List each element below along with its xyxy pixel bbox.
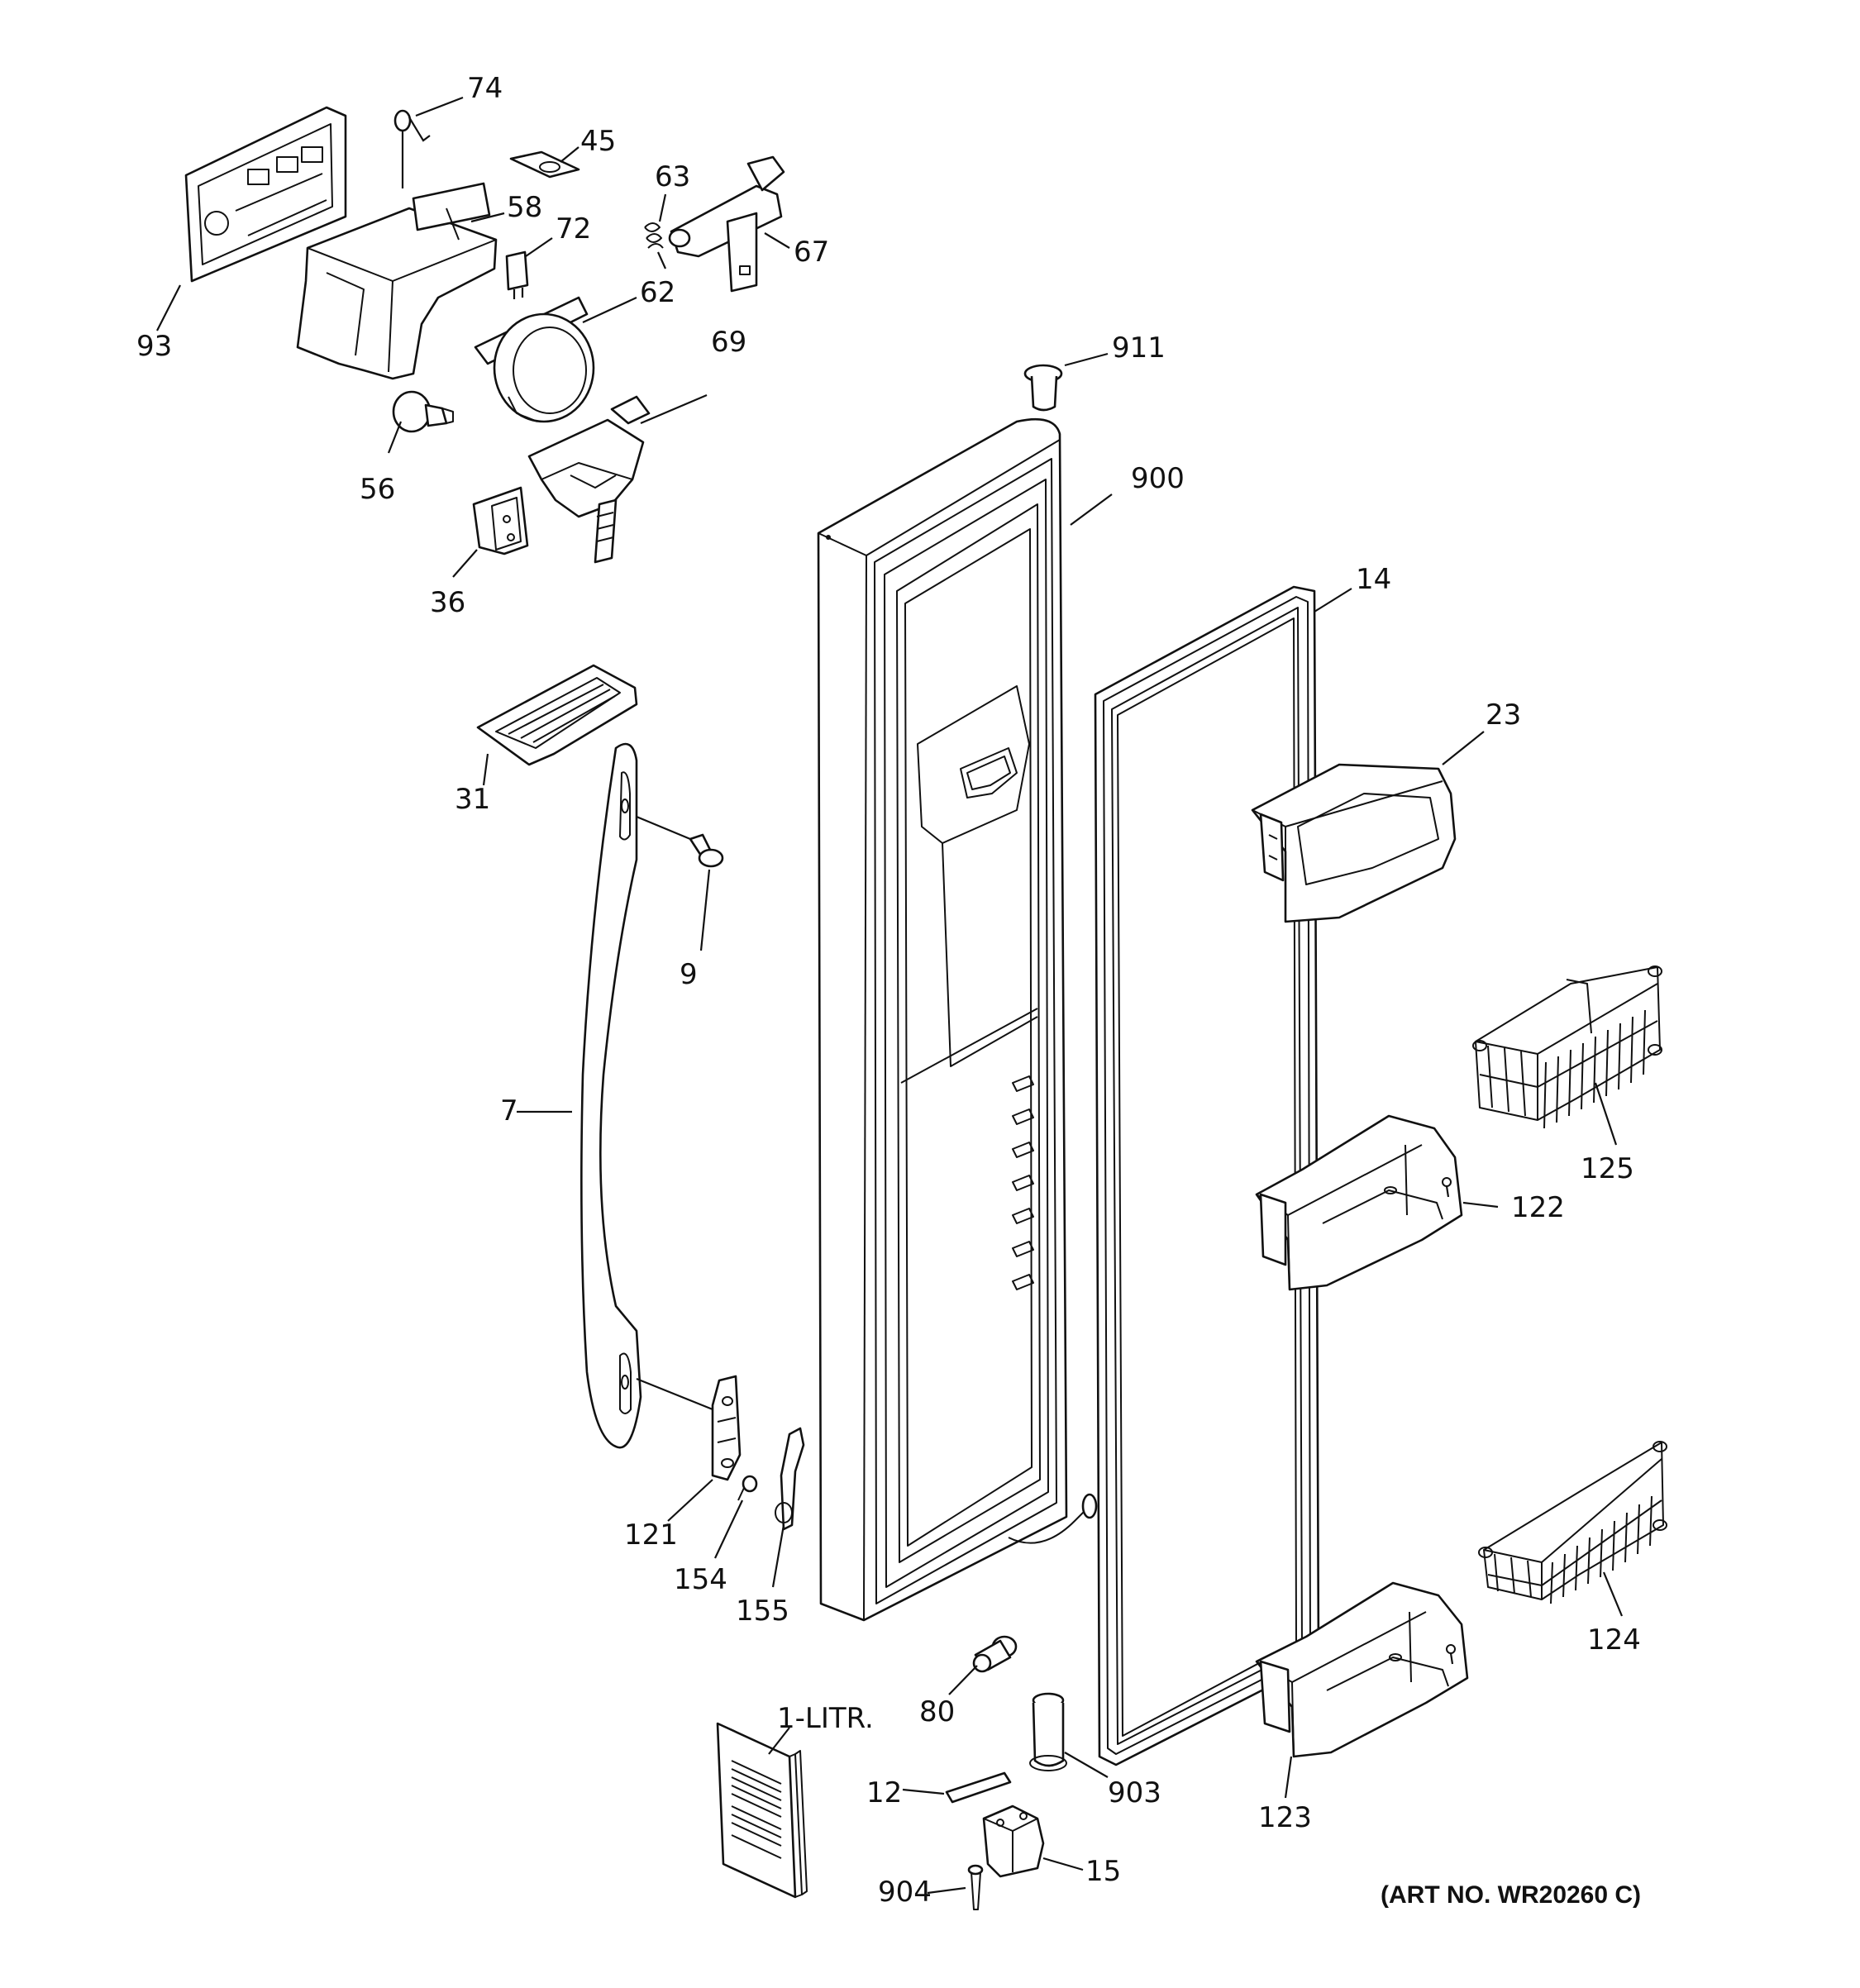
label-14: 14 (1356, 563, 1391, 596)
label-72: 72 (556, 212, 591, 246)
label-1-litr: 1-LITR. (777, 1702, 874, 1735)
leader-lines (156, 96, 1624, 1895)
part-literature-manual (716, 1722, 808, 1899)
label-80: 80 (919, 1695, 955, 1728)
part-903-bushing (1029, 1692, 1067, 1771)
label-63: 63 (655, 160, 690, 193)
part-labels: 74 45 63 58 72 67 62 93 69 911 56 900 36… (136, 72, 1641, 1909)
part-155-tool (775, 1427, 805, 1531)
part-36-bracket (472, 486, 529, 555)
label-903: 903 (1108, 1776, 1161, 1809)
label-155: 155 (736, 1595, 789, 1628)
label-7: 7 (500, 1094, 518, 1127)
part-56-light-bulb (392, 390, 454, 433)
part-911-grommet (1023, 364, 1063, 412)
part-14-door-gasket (1094, 585, 1320, 1766)
label-124: 124 (1587, 1623, 1641, 1657)
part-124-wire-basket (1478, 1441, 1667, 1604)
label-911: 911 (1112, 331, 1166, 365)
label-31: 31 (455, 783, 490, 816)
part-122-door-bin (1255, 1114, 1463, 1291)
label-74: 74 (467, 72, 503, 105)
label-23: 23 (1486, 698, 1521, 732)
part-31-drip-tray-grille (476, 664, 638, 766)
label-67: 67 (794, 236, 829, 269)
label-122: 122 (1511, 1191, 1565, 1224)
label-58: 58 (507, 191, 542, 224)
part-74-spring (393, 109, 431, 188)
label-123: 123 (1258, 1801, 1312, 1834)
part-900-door (817, 417, 1098, 1622)
part-58-dispenser-housing (296, 182, 498, 380)
part-62-chute-ring (474, 296, 595, 423)
label-62: 62 (640, 276, 675, 309)
label-69: 69 (711, 326, 746, 359)
art-number: (ART NO. WR20260 C) (1381, 1881, 1641, 1909)
label-154: 154 (674, 1563, 727, 1596)
part-121-handle-mount (636, 1375, 742, 1481)
part-72-switch (505, 250, 529, 299)
part-80-plug (972, 1635, 1018, 1673)
label-12: 12 (866, 1776, 902, 1809)
part-123-door-bin (1255, 1581, 1469, 1758)
label-36: 36 (430, 586, 465, 619)
label-56: 56 (360, 473, 395, 506)
part-125-wire-basket (1472, 965, 1662, 1129)
part-23-door-bin (1251, 763, 1457, 923)
label-121: 121 (624, 1518, 678, 1552)
part-9-screw (636, 815, 724, 868)
label-125: 125 (1581, 1152, 1634, 1185)
part-67-lever (668, 155, 785, 293)
part-45-bracket (509, 150, 580, 179)
part-15-hinge (982, 1804, 1045, 1878)
label-15: 15 (1085, 1855, 1121, 1888)
label-9: 9 (680, 958, 698, 991)
part-154-screw (737, 1475, 758, 1501)
part-7-door-handle (580, 742, 642, 1449)
part-12-shim (945, 1771, 1012, 1804)
label-904: 904 (878, 1876, 932, 1909)
part-93-control-panel (184, 106, 347, 283)
label-900: 900 (1131, 462, 1185, 495)
part-904-screw (967, 1864, 984, 1910)
label-93: 93 (136, 330, 172, 363)
part-69-funnel (527, 395, 651, 564)
label-45: 45 (580, 125, 616, 158)
part-63-spring (644, 222, 667, 269)
